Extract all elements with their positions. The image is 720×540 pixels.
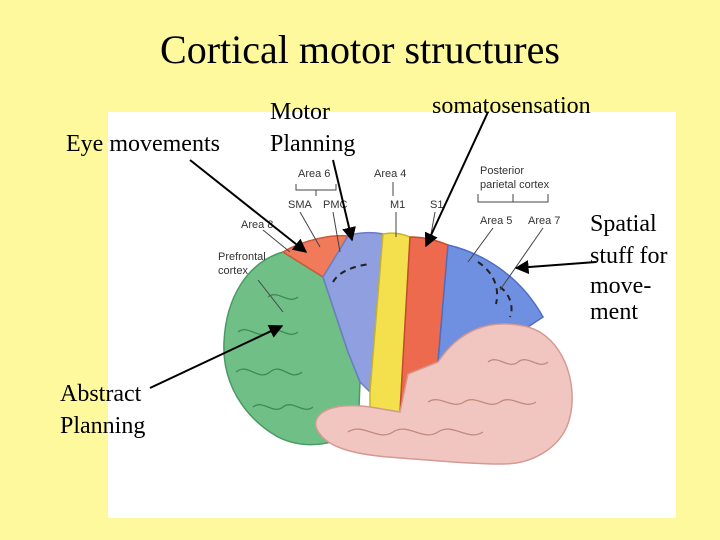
dashed-boundary-area7 — [499, 286, 513, 318]
brain-figure: Area 6 Area 4 Posterior parietal cortex … — [108, 112, 676, 518]
label-sma: SMA — [288, 199, 313, 211]
label-spatial-3: move- — [590, 273, 652, 299]
slide-title: Cortical motor structures — [160, 27, 560, 72]
label-planning: Planning — [270, 131, 356, 157]
label-s1: S1 — [430, 199, 443, 211]
label-area6: Area 6 — [298, 168, 330, 180]
label-motor: Motor — [270, 99, 330, 125]
label-posterior-1: Posterior — [480, 165, 524, 177]
label-posterior-2: parietal cortex — [480, 179, 550, 191]
label-abstract: Abstract — [60, 381, 142, 407]
dashed-boundary-parietal — [477, 261, 498, 305]
label-abstract-planning: Planning — [60, 413, 146, 439]
label-prefrontal-2: cortex — [218, 265, 248, 277]
label-eye-movements: Eye movements — [66, 131, 220, 157]
dashed-boundary-premotor — [332, 263, 371, 283]
label-area8: Area 8 — [241, 219, 273, 231]
gyri-temporal — [347, 359, 549, 436]
brain-regions — [223, 231, 573, 465]
label-pmc: PMC — [323, 199, 348, 211]
label-area7: Area 7 — [528, 215, 560, 227]
label-prefrontal-1: Prefrontal — [218, 251, 266, 263]
label-spatial-1: Spatial — [590, 211, 657, 237]
label-area4: Area 4 — [374, 168, 406, 180]
label-m1: M1 — [390, 199, 405, 211]
label-spatial-2: stuff for — [590, 243, 668, 269]
label-somatosensation: somatosensation — [432, 93, 591, 119]
label-spatial-4: ment — [590, 299, 638, 325]
region-temporal-occipital — [315, 323, 573, 465]
label-area5: Area 5 — [480, 215, 512, 227]
